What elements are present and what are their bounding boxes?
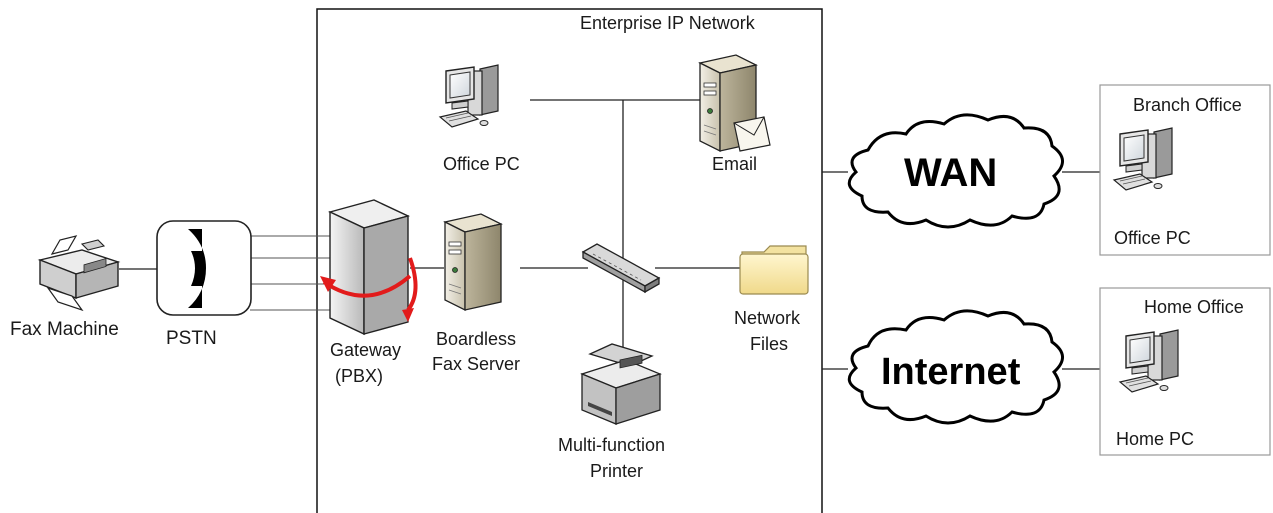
gateway-label-line2: (PBX) (335, 366, 383, 386)
fax-server-label: Boardless (436, 329, 516, 349)
network-switch-icon (581, 243, 661, 294)
home-pc-label: Home PC (1116, 429, 1194, 449)
branch-office-pc-label: Office PC (1114, 228, 1191, 248)
enterprise-network-boundary (316, 8, 823, 513)
email-label: Email (712, 154, 757, 174)
multifunction-printer-icon (580, 343, 662, 425)
internet-label: Internet (881, 351, 1021, 393)
gateway-label: Gateway (330, 340, 401, 360)
office-pc-icon (439, 64, 499, 128)
network-files-label-line2: Files (750, 334, 788, 354)
pstn-label: PSTN (166, 328, 217, 349)
home-office-label: Home Office (1144, 297, 1244, 317)
envelope-icon (733, 116, 771, 152)
routing-arrow-icon (322, 274, 412, 298)
home-office-box: Home Office Home PC (1099, 287, 1271, 456)
internet-cloud: Internet (847, 309, 1064, 425)
printer-label: Multi-function (558, 435, 665, 455)
enterprise-network-label: Enterprise IP Network (580, 13, 756, 33)
email-server-icon (699, 54, 771, 152)
branch-office-label: Branch Office (1133, 95, 1242, 115)
printer-label-line2: Printer (590, 461, 643, 481)
office-pc-label: Office PC (443, 154, 520, 174)
fax-server-icon (444, 213, 502, 311)
network-files-label: Network (734, 308, 801, 328)
wan-label: WAN (904, 151, 997, 195)
wan-cloud: WAN (847, 113, 1064, 229)
fax-machine-icon (37, 235, 121, 312)
connection-lines (119, 99, 1100, 370)
telephone-handset-icon (188, 229, 206, 308)
gateway-pbx-icon (320, 199, 418, 336)
fax-server-label-line2: Fax Server (432, 354, 520, 374)
pstn-node (156, 220, 252, 316)
network-files-folder-icon (739, 245, 809, 295)
branch-office-box: Branch Office Office PC (1099, 84, 1271, 256)
fax-machine-label: Fax Machine (10, 319, 119, 340)
